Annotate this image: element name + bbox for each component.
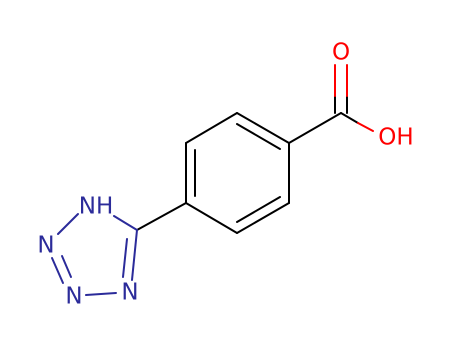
tetrazole-bond [57, 213, 79, 235]
tetrazole-bond [85, 292, 117, 296]
nh-label: NH [79, 194, 114, 220]
hydroxyl-bond [357, 122, 374, 132]
tetrazole-bond [113, 215, 138, 231]
tetrazole-bond [131, 229, 138, 281]
tetrazole-bond [51, 257, 64, 284]
ring-bond [236, 112, 290, 144]
ring-double-bond [236, 196, 281, 223]
hydroxyl-label: OH [378, 125, 413, 151]
hydroxyl-bond [340, 112, 359, 124]
benzene-ring [185, 112, 290, 234]
ring-bond [236, 202, 290, 234]
nitrogen-label: N [37, 233, 54, 259]
tetrazole-ring [51, 213, 138, 296]
carboxyl-group [288, 64, 374, 144]
ring-double-bond [236, 123, 281, 150]
oxygen-carbonyl-label: O [332, 40, 350, 66]
ring-bond [185, 112, 238, 144]
ring-to-tetrazole-bond [136, 202, 187, 231]
nitrogen-label: N [121, 280, 138, 306]
tetrazole-double-bond [61, 255, 72, 278]
tetrazole-double-bond [122, 238, 128, 278]
ring-to-carboxyl-bond [288, 112, 342, 144]
ring-bond [185, 202, 238, 234]
nitrogen-label: N [65, 284, 82, 310]
